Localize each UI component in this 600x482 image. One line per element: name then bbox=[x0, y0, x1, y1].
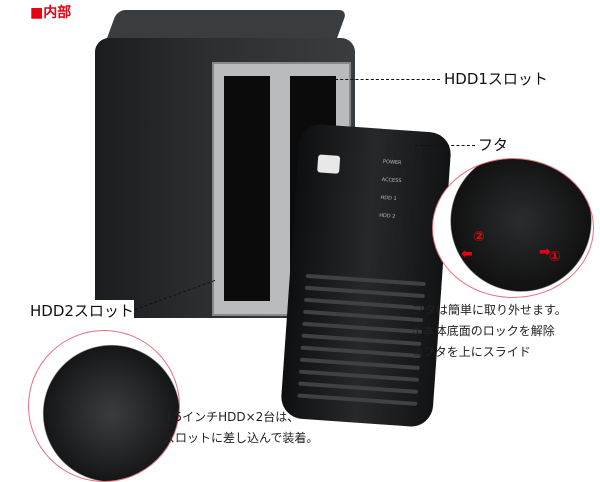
cover-note: フタは簡単に取り外せます。 ①本体底面のロックを解除 ②フタを上にスライド bbox=[412, 300, 567, 363]
vent bbox=[297, 393, 418, 406]
hdd2-slot bbox=[224, 76, 270, 301]
vent bbox=[299, 357, 420, 370]
vent bbox=[303, 309, 424, 323]
vent bbox=[298, 381, 419, 394]
hdd-note: 3.5インチHDD×2台は、 スロットに差し込んで装着。 bbox=[163, 407, 318, 449]
hdd-note-line: スロットに差し込んで装着。 bbox=[163, 431, 319, 445]
arrow-left-icon: ⬅ bbox=[461, 246, 473, 262]
led-label: HDD 2 bbox=[378, 212, 396, 220]
arrow-right-icon: ➡ bbox=[539, 244, 551, 260]
front-cover: POWER ACCESS HDD 1 HDD 2 bbox=[279, 123, 453, 428]
cover-note-line: フタは簡単に取り外せます。 bbox=[412, 303, 567, 317]
vent bbox=[304, 297, 425, 311]
section-title: ■内部 bbox=[30, 5, 72, 21]
hdd1-leader-line bbox=[330, 79, 440, 80]
vent bbox=[301, 333, 422, 347]
marker-1: ① bbox=[549, 249, 561, 265]
hdd-inset bbox=[28, 330, 180, 482]
marker-2: ② bbox=[473, 229, 485, 245]
vent bbox=[300, 345, 421, 358]
logo-icon bbox=[317, 154, 341, 174]
led-label: POWER bbox=[382, 158, 402, 167]
cover-lock-inset: ② ⬅ ➡ ① bbox=[432, 158, 594, 298]
led-label: ACCESS bbox=[381, 176, 402, 185]
hdd-note-line: 3.5インチHDD×2台は、 bbox=[163, 410, 300, 424]
cover-leader-line bbox=[415, 145, 475, 146]
vent bbox=[298, 369, 419, 382]
cover-note-line: ①本体底面のロックを解除 bbox=[412, 324, 555, 338]
vent bbox=[304, 285, 425, 299]
vent bbox=[305, 273, 426, 287]
vent bbox=[302, 321, 423, 335]
cover-label: フタ bbox=[478, 134, 509, 155]
led-label: HDD 1 bbox=[380, 194, 397, 202]
hdd1-slot-label: HDD1スロット bbox=[444, 68, 548, 89]
cover-note-line: ②フタを上にスライド bbox=[412, 345, 531, 359]
hdd2-slot-label: HDD2スロット bbox=[30, 300, 134, 321]
